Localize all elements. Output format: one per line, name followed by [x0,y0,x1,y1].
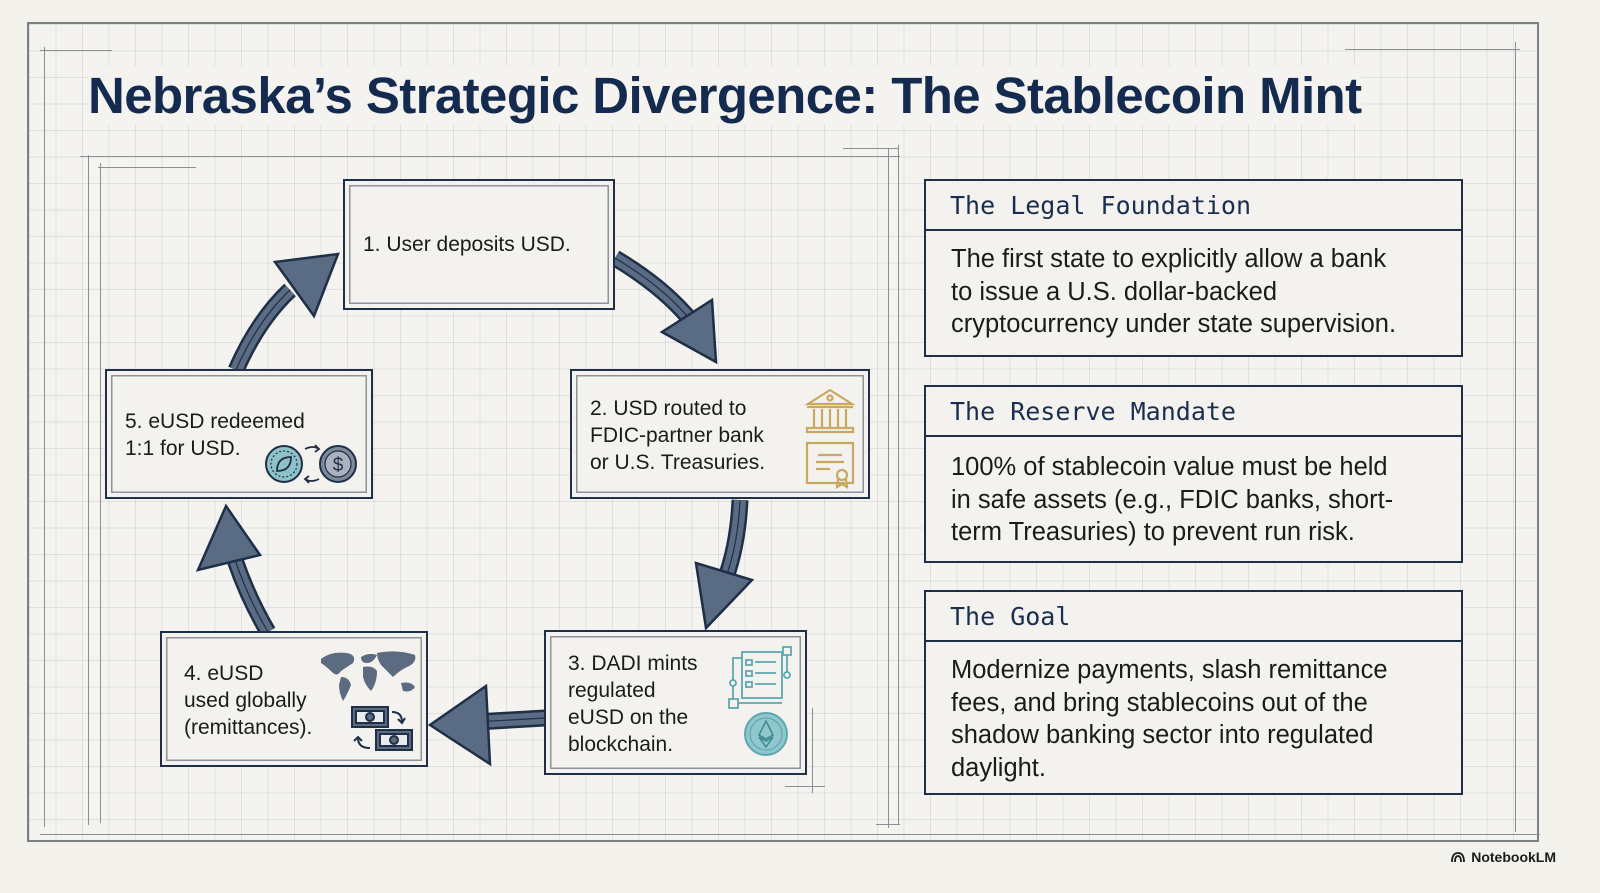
brand-label: NotebookLM [1471,849,1556,865]
card-legal-foundation: The Legal Foundation The first state to … [924,179,1463,357]
deco-line [44,47,45,827]
step-4-line: used globally [184,689,307,712]
cycle-step-5: 5. eUSD redeemed 1:1 for USD. $ [105,369,373,499]
cycle-step-4: 4. eUSD used globally (remittances). [160,631,428,767]
ledger-network-icon [728,646,792,756]
deco-line [1345,49,1520,50]
arrow-2-to-3 [694,499,755,631]
deco-line [843,148,898,149]
card-body-line: term Treasuries) to prevent run risk. [951,518,1355,546]
svg-text:$: $ [333,455,344,476]
card-body-line: daylight. [951,753,1046,782]
deco-line [898,145,899,825]
notebooklm-logo-icon [1451,852,1466,863]
card-heading: The Goal [926,592,1461,642]
deco-line [80,156,900,157]
deco-line [785,786,825,787]
dollar-coin-icon: $ [319,445,357,483]
coin-swap-icon: $ [265,444,357,484]
card-body-line: fees, and bring stablecoins out of the [951,688,1368,717]
deco-line [88,155,89,825]
cycle-arrows: .shaft { fill:none; stroke:#1f2f47; stro… [195,250,755,767]
card-body-line: The first state to explicitly allow a ba… [951,245,1387,273]
step-2-line: or U.S. Treasuries. [590,451,766,474]
deco-line [98,167,196,168]
deco-line [1515,42,1516,832]
card-body-line: Modernize payments, slash remittance [951,656,1388,684]
arrow-3-to-4 [427,683,546,767]
world-map-icon [321,651,416,701]
page-title: Nebraska’s Strategic Divergence: The Sta… [88,66,1362,125]
deco-line [888,148,889,828]
cycle-step-1: 1. User deposits USD. [343,179,615,310]
arrow-4-to-5 [195,503,276,637]
step-3-line: regulated [568,679,656,702]
card-body-line: to issue a U.S. dollar-backed [951,277,1277,306]
card-body-line: cryptocurrency under state supervision. [951,310,1397,338]
card-reserve-mandate: The Reserve Mandate 100% of stablecoin v… [924,385,1463,563]
step-4-line: 4. eUSD [184,662,264,685]
deco-line [876,824,900,825]
cycle-step-3: 3. DADI mints regulated eUSD on the bloc… [544,630,807,775]
step-2-line: 2. USD routed to [590,397,747,420]
step-3-line: blockchain. [568,733,674,756]
card-heading: The Legal Foundation [926,181,1461,231]
step-3-line: 3. DADI mints [568,652,698,675]
deco-line [812,708,813,793]
step-4-line: (remittances). [184,716,313,739]
card-heading: The Reserve Mandate [926,387,1461,437]
arrow-1-to-2 [610,250,718,365]
step-5-line: 5. eUSD redeemed [125,410,305,433]
card-body-line: 100% of stablecoin value must be held [951,453,1388,481]
arrow-5-to-1 [228,252,340,374]
step-2-line: FDIC-partner bank [590,424,764,447]
card-body-line: shadow banking sector into regulated [951,721,1374,749]
notebooklm-branding: NotebookLM [1450,849,1556,865]
step-1-label: 1. User deposits USD. [363,233,571,256]
step-5-line: 1:1 for USD. [125,437,241,460]
cash-exchange-icon [351,706,413,751]
deco-line [40,834,1540,835]
ethereum-coin-icon [744,712,788,756]
step-3-line: eUSD on the [568,706,689,729]
deco-line [40,50,112,51]
cycle-step-2: 2. USD routed to FDIC-partner bank or U.… [570,369,870,499]
deco-line [100,163,101,823]
card-goal: The Goal Modernize payments, slash remit… [924,590,1463,795]
bank-building-icon [804,388,856,490]
certificate-icon [805,441,855,490]
card-body-line: in safe assets (e.g., FDIC banks, short- [951,485,1394,514]
